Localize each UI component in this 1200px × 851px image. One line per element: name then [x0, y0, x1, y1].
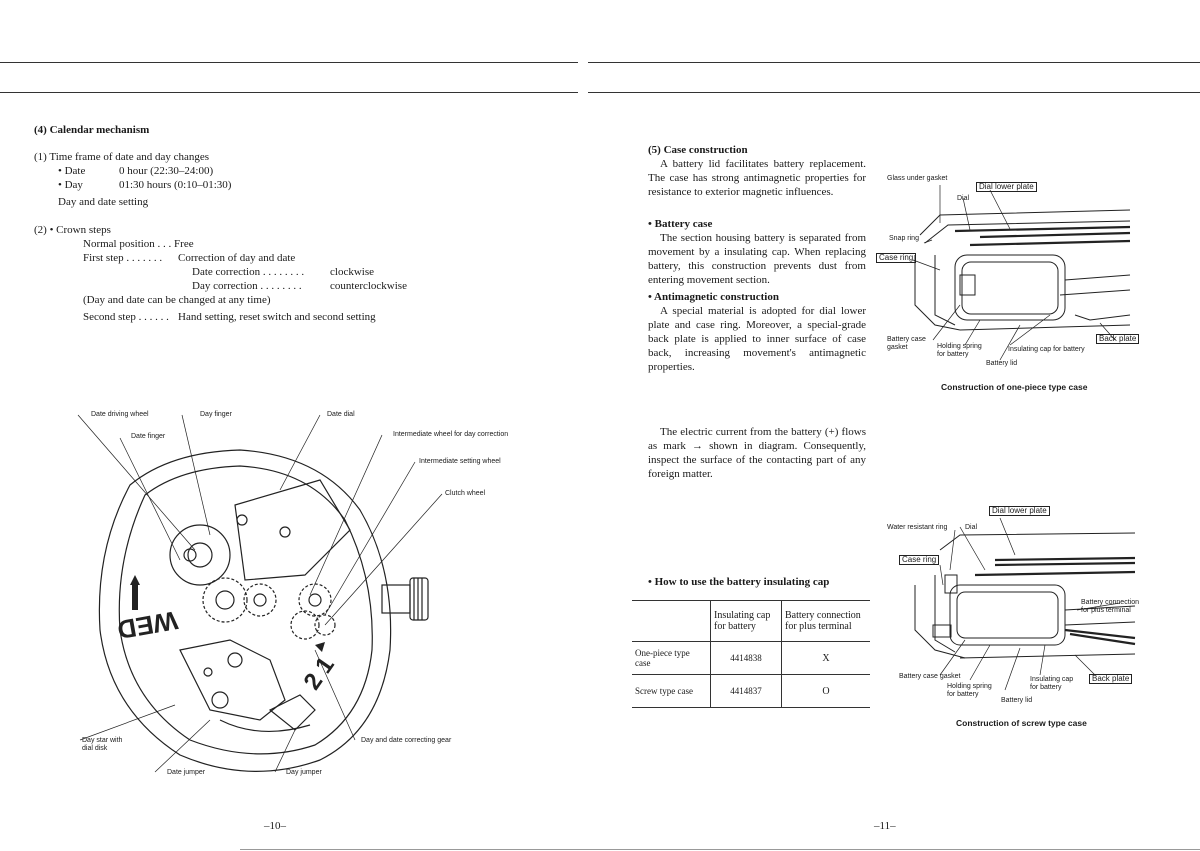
top-rule-left	[0, 62, 578, 63]
date-correction: Date correction . . . . . . . .	[192, 266, 305, 278]
change-note: (Day and date can be changed at any time…	[83, 294, 271, 306]
fig1-insulating-cap: Insulating cap for battery	[1008, 346, 1085, 353]
label-day-jumper: Day jumper	[286, 769, 322, 776]
day-correction: Day correction . . . . . . . .	[192, 280, 302, 292]
label-date-finger: Date finger	[131, 433, 166, 440]
fig1-battery-lid: Battery lid	[986, 360, 1018, 367]
fig2-dial: Dial	[965, 524, 978, 531]
normal-position: Normal position . . . Free	[83, 238, 194, 250]
bottom-rule	[240, 849, 1200, 850]
date-dial-text: 2 1	[299, 652, 340, 695]
insulating-cap-table: Insulating cap for battery Battery conne…	[632, 600, 870, 708]
case-heading: (5) Case construction	[648, 144, 748, 156]
day-label: • Day	[58, 179, 83, 191]
fig2-insulating-cap: Insulating cap	[1030, 676, 1074, 683]
label-date-jumper: Date jumper	[167, 769, 206, 776]
table-cell: Screw type case	[632, 674, 711, 708]
fig2-insulating-cap-2: for battery	[1030, 684, 1062, 691]
first-step-value: Correction of day and date	[178, 252, 296, 264]
table-cell: 4414837	[710, 674, 782, 708]
label-date-driving-wheel: Date driving wheel	[91, 411, 149, 418]
table-header-cell: Battery connection for plus terminal	[781, 600, 870, 642]
battery-case-title: • Battery case	[648, 218, 713, 230]
table-cell: One-piece type case	[632, 641, 711, 675]
label-date-dial: Date dial	[327, 411, 355, 418]
table-cell: 4414838	[710, 641, 782, 675]
day-date-setting: Day and date setting	[58, 196, 149, 208]
case-intro: A battery lid facilitates battery replac…	[648, 158, 866, 198]
fig1-back-plate: Back plate	[1096, 334, 1140, 344]
fig2-holding-spring-2: for battery	[947, 691, 979, 698]
calendar-mechanism-diagram: WED 2 1	[77, 414, 443, 773]
fig1-snap-ring: Snap ring	[889, 235, 919, 242]
fig2-water-ring: Water resistant ring	[887, 524, 948, 531]
fig1-holding-spring-2: for battery	[937, 351, 969, 358]
second-rule-left	[0, 92, 578, 93]
second-step-value: Hand setting, reset switch and second se…	[178, 311, 376, 323]
fig1-holding-spring: Holding spring	[937, 343, 982, 350]
fig1-battery-case-gasket-2: gasket	[887, 344, 908, 351]
day-value: 01:30 hours (0:10–01:30)	[119, 179, 232, 191]
screw-type-case-figure	[914, 517, 1136, 691]
fig2-holding-spring: Holding spring	[947, 683, 992, 690]
fig1-dial: Dial	[957, 195, 970, 202]
label-clutch-wheel: Clutch wheel	[445, 490, 486, 497]
fig2-case-ring: Case ring	[899, 555, 940, 565]
battery-case-text: The section housing battery is separated…	[648, 232, 866, 286]
calendar-heading: (4) Calendar mechanism	[34, 124, 150, 136]
fig2-back-plate: Back plate	[1089, 674, 1133, 684]
item2-title: (2) • Crown steps	[34, 224, 111, 236]
label-day-star: Day star with	[82, 737, 123, 744]
table-row: Screw type case 4414837 O	[632, 674, 870, 708]
fig2-battery-connection-2: for plus terminal	[1081, 607, 1131, 614]
table-row: One-piece type case 4414838 X	[632, 641, 870, 675]
first-step: First step . . . . . . .	[83, 252, 163, 264]
item1-title: (1) Time frame of date and day changes	[34, 151, 210, 163]
antimagnetic-title: • Antimagnetic construction	[648, 291, 779, 303]
one-piece-case-figure	[912, 185, 1131, 361]
second-rule-right	[588, 92, 1200, 93]
label-day-star-2: dial disk	[82, 745, 108, 752]
table-header-cell: Insulating cap for battery	[710, 600, 782, 642]
fig2-dial-lower-plate: Dial lower plate	[989, 506, 1050, 516]
fig1-caption: Construction of one-piece type case	[941, 382, 1088, 392]
fig2-battery-lid: Battery lid	[1001, 697, 1033, 704]
current-text: The electric current from the battery (+…	[648, 426, 866, 480]
fig1-dial-lower-plate: Dial lower plate	[976, 182, 1037, 192]
table-cell: X	[781, 641, 870, 675]
fig1-battery-case-gasket: Battery case	[887, 336, 926, 343]
label-day-date-gear: Day and date correcting gear	[361, 737, 452, 744]
day-correction-direction: counterclockwise	[330, 280, 407, 292]
label-intermediate-setting: Intermediate setting wheel	[419, 458, 501, 465]
table-cell: O	[781, 674, 870, 708]
date-label: • Date	[58, 165, 86, 177]
fig2-battery-connection: Battery connection	[1081, 599, 1139, 606]
day-dial-text: WED	[115, 605, 180, 645]
fig2-battery-case-gasket: Battery case gasket	[899, 673, 961, 680]
page-number-right: –11–	[874, 820, 896, 832]
date-value: 0 hour (22:30–24:00)	[119, 165, 214, 177]
fig1-case-ring: Case ring	[876, 253, 917, 263]
label-intermediate-day: Intermediate wheel for day correction	[393, 431, 509, 438]
table-header-cell	[632, 600, 711, 642]
table-header-row: Insulating cap for battery Battery conne…	[632, 600, 870, 642]
fig2-caption: Construction of screw type case	[956, 718, 1087, 728]
label-day-finger: Day finger	[200, 411, 232, 418]
fig1-glass-gasket: Glass under gasket	[887, 175, 948, 182]
second-step: Second step . . . . . .	[83, 311, 169, 323]
insulating-cap-heading: • How to use the battery insulating cap	[648, 576, 830, 588]
date-correction-direction: clockwise	[330, 266, 374, 278]
top-rule-right	[588, 62, 1200, 63]
antimagnetic-text: A special material is adopted for dial l…	[648, 305, 866, 373]
page-number-left: –10–	[264, 820, 286, 832]
